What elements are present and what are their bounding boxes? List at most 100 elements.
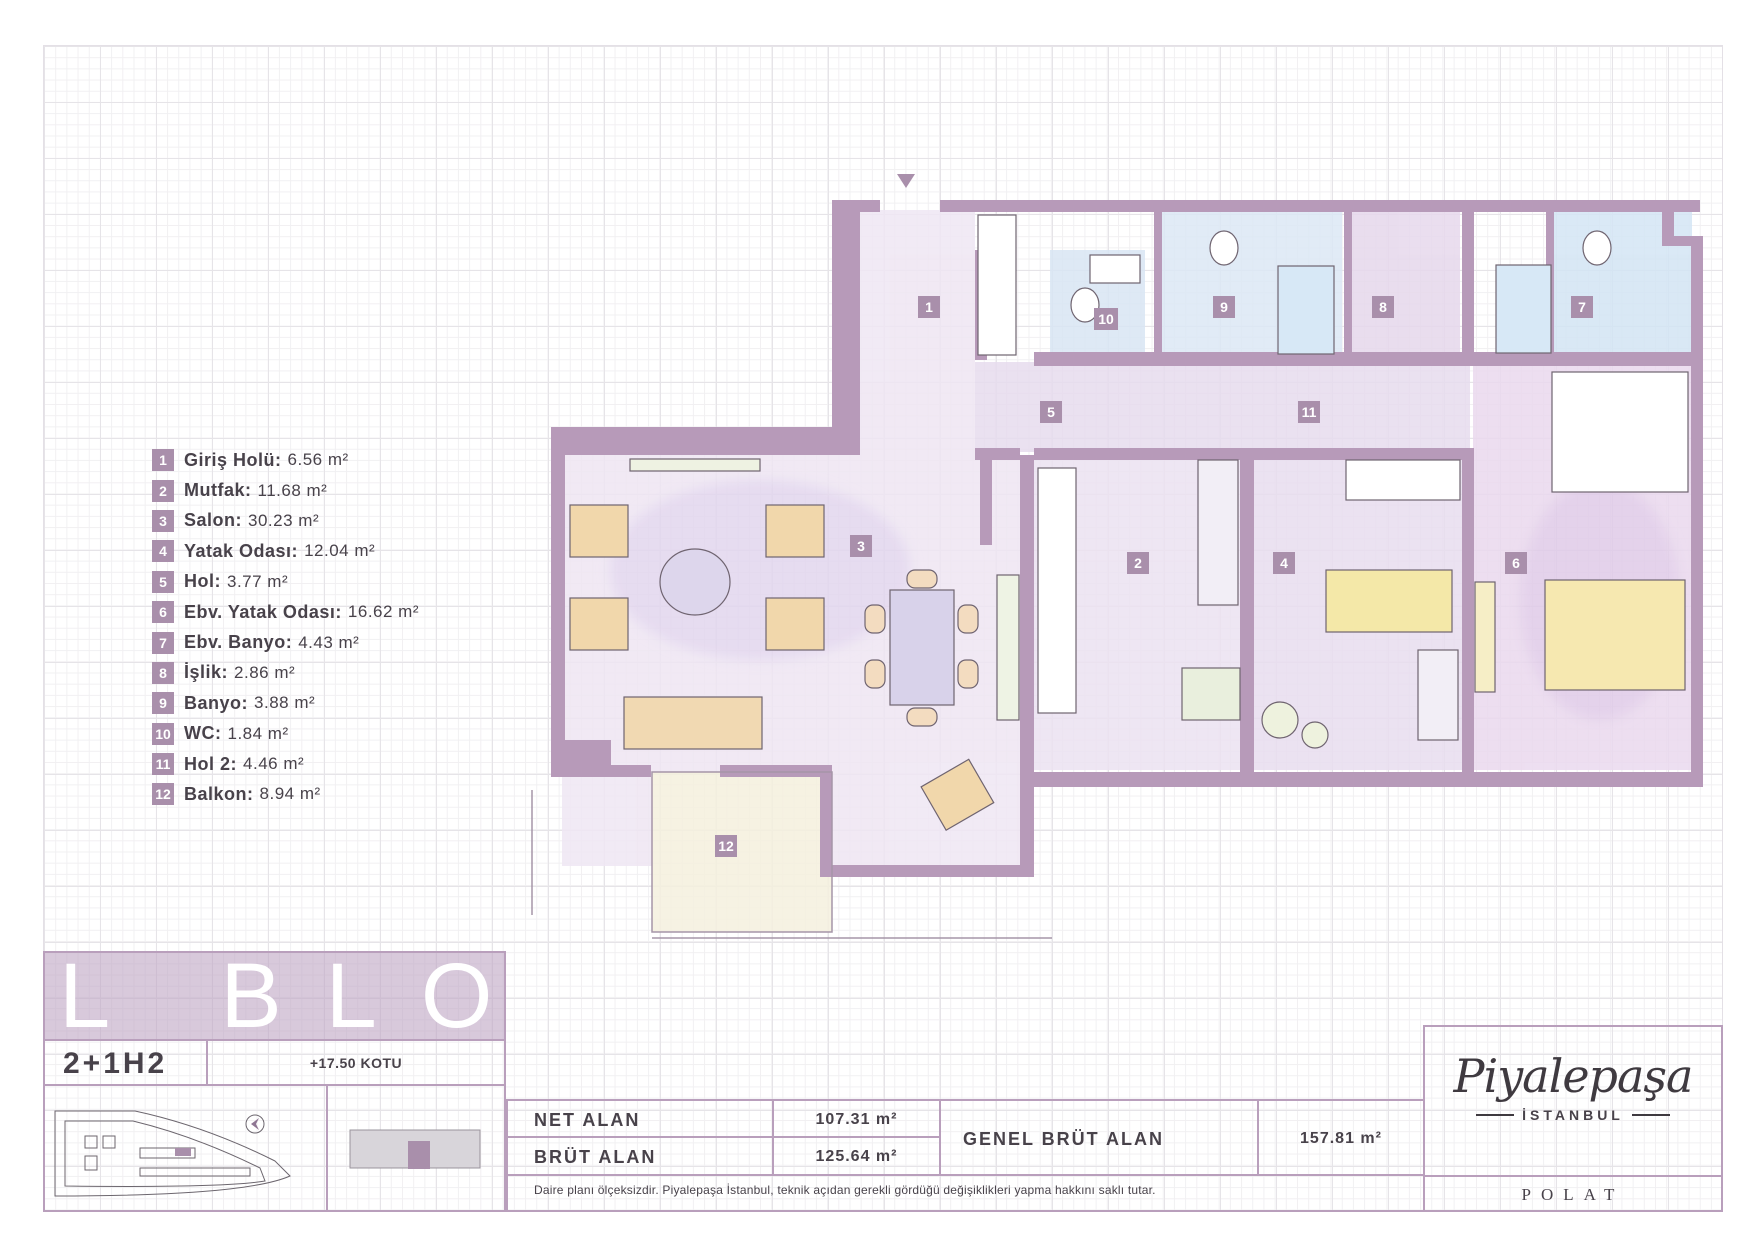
legend-number: 8 — [152, 661, 174, 684]
dining-table — [889, 589, 955, 706]
legend-room-area: 8.94 m² — [259, 784, 321, 804]
legend-room-name: Salon: — [184, 510, 243, 531]
dining-chair — [864, 604, 886, 634]
dresser — [1474, 581, 1496, 693]
legend-item: 8 İşlik:2.86 m² — [152, 658, 419, 688]
entrance-arrow-icon — [897, 174, 915, 188]
legend-number: 3 — [152, 509, 174, 532]
legend-room-area: 3.77 m² — [227, 571, 289, 591]
pouf — [1301, 721, 1329, 749]
room-label-10: 10 — [1094, 308, 1118, 330]
balcony-rail — [531, 771, 1052, 939]
islik-floor — [1350, 211, 1460, 359]
legend-room-name: Ebv. Banyo: — [184, 632, 293, 653]
legend-room-area: 3.88 m² — [254, 693, 316, 713]
room-label-11: 11 — [1298, 401, 1320, 423]
total-gross-area-value: 157.81 m² — [1257, 1099, 1425, 1176]
unit-type: 2+1H2 — [43, 1039, 208, 1086]
legend-number: 1 — [152, 449, 174, 472]
legend-number: 5 — [152, 570, 174, 593]
armchair — [569, 597, 629, 651]
legend-item: 3 Salon:30.23 m² — [152, 506, 419, 536]
legend-number: 10 — [152, 722, 174, 745]
room-label-4: 4 — [1273, 552, 1295, 574]
room-label-2: 2 — [1127, 552, 1149, 574]
legend-room-area: 4.43 m² — [298, 632, 360, 652]
legend-room-name: Balkon: — [184, 783, 254, 804]
legend-number: 6 — [152, 601, 174, 624]
site-plan-thumbnail — [43, 1084, 328, 1212]
dining-chair — [906, 569, 938, 589]
armchair — [765, 597, 825, 651]
disclaimer: Daire planı ölçeksizdir. Piyalepaşa İsta… — [534, 1183, 1156, 1197]
legend-number: 11 — [152, 753, 174, 776]
dining-chair — [957, 659, 979, 689]
storage — [977, 214, 1017, 356]
developer-logo: POLAT — [1521, 1185, 1625, 1204]
divider — [1631, 1114, 1670, 1116]
wardrobe — [1345, 459, 1461, 501]
legend-room-name: Yatak Odası: — [184, 540, 299, 561]
walls — [551, 200, 1703, 877]
legend-number: 7 — [152, 631, 174, 654]
legend-room-name: Banyo: — [184, 692, 249, 713]
legend-room-area: 12.04 m² — [304, 541, 376, 561]
block-title: L BLOK — [43, 951, 506, 1041]
logo-panel: Piyalepaşa İSTANBUL POLAT — [1423, 1025, 1723, 1212]
legend-item: 4 Yatak Odası:12.04 m² — [152, 536, 419, 566]
dining-chair — [906, 707, 938, 727]
legend-item: 2 Mutfak:11.68 m² — [152, 475, 419, 505]
single-bed — [1325, 569, 1453, 633]
brand-city-text: İSTANBUL — [1522, 1107, 1624, 1123]
net-area-value: 107.31 m² — [772, 1099, 941, 1138]
floor-key-plan-thumbnail — [326, 1084, 506, 1212]
dining-chair — [864, 659, 886, 689]
legend-room-name: Giriş Holü: — [184, 449, 282, 470]
armchair — [765, 504, 825, 558]
walk-in-closet — [1551, 371, 1689, 493]
room-label-12: 12 — [715, 835, 737, 857]
legend-room-area: 4.46 m² — [243, 754, 305, 774]
room-label-6: 6 — [1505, 552, 1527, 574]
legend-room-name: Ebv. Yatak Odası: — [184, 601, 342, 622]
room-label-3: 3 — [850, 535, 872, 557]
legend-room-area: 2.86 m² — [234, 662, 296, 682]
legend-room-name: Mutfak: — [184, 480, 252, 501]
bathtub — [1495, 264, 1552, 354]
sink — [1089, 254, 1141, 284]
toilet — [1582, 230, 1612, 266]
room-label-7: 7 — [1571, 296, 1593, 318]
brand-city: İSTANBUL — [1425, 1107, 1721, 1123]
bathtub — [1277, 265, 1335, 355]
legend-room-name: İşlik: — [184, 662, 229, 683]
reading-chair — [920, 758, 995, 831]
room-label-9: 9 — [1213, 296, 1235, 318]
legend-room-area: 16.62 m² — [347, 602, 419, 622]
desk — [1417, 649, 1459, 741]
toilet — [1070, 287, 1100, 323]
legend-room-area: 11.68 m² — [257, 480, 328, 500]
legend-number: 4 — [152, 540, 174, 563]
legend-room-area: 1.84 m² — [227, 723, 289, 743]
legend-room-area: 30.23 m² — [248, 510, 320, 530]
floor-elevation: +17.50 KOTU — [206, 1039, 506, 1086]
legend-item: 7 Ebv. Banyo:4.43 m² — [152, 627, 419, 657]
double-bed — [1544, 579, 1686, 691]
room-label-5: 5 — [1040, 401, 1062, 423]
sideboard — [996, 574, 1020, 721]
coffee-table — [659, 548, 731, 616]
legend-number: 2 — [152, 479, 174, 502]
total-gross-area-label: GENEL BRÜT ALAN — [939, 1099, 1259, 1176]
gross-area-value: 125.64 m² — [772, 1136, 941, 1176]
tv-unit — [629, 458, 761, 472]
balcony-floor — [652, 772, 832, 932]
divider — [1425, 1175, 1721, 1177]
gross-area-label: BRÜT ALAN — [506, 1136, 774, 1176]
